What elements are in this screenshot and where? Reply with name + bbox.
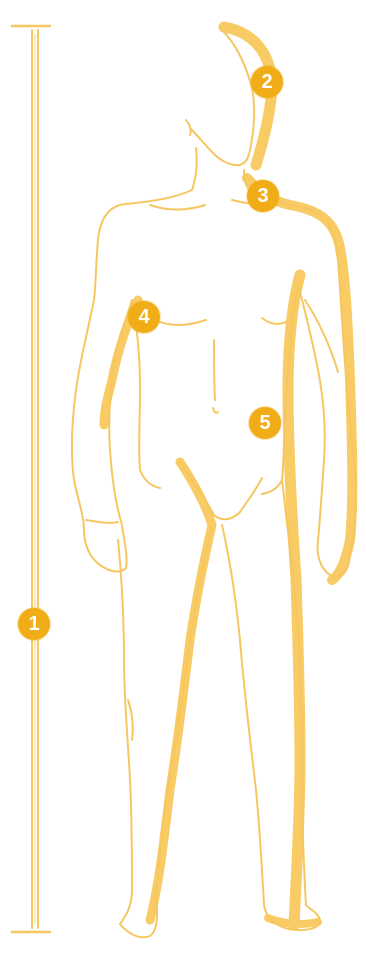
left-wrist-band bbox=[86, 520, 118, 523]
marker-head: 2 bbox=[251, 66, 283, 98]
marker-arm: 4 bbox=[128, 301, 160, 333]
left-knee bbox=[128, 700, 133, 740]
ear bbox=[186, 120, 191, 135]
height-ruler bbox=[12, 26, 50, 932]
right-arm-inner bbox=[298, 285, 325, 540]
measurement-highlights bbox=[104, 27, 352, 925]
collarbone-left bbox=[150, 205, 205, 210]
face-outline bbox=[190, 30, 254, 165]
left-leg-outer bbox=[118, 540, 132, 924]
left-shoulder bbox=[94, 190, 192, 300]
sternum bbox=[214, 340, 215, 400]
side-highlight bbox=[288, 275, 300, 925]
right-leg-inner bbox=[222, 525, 264, 905]
marker-neck: 3 bbox=[247, 180, 279, 212]
neck-shoulder-highlight bbox=[247, 178, 352, 580]
marker-height: 1 bbox=[18, 608, 50, 640]
marker-side: 5 bbox=[249, 407, 281, 439]
navel bbox=[213, 408, 218, 413]
neck-left bbox=[192, 148, 197, 190]
left-arm-outer bbox=[72, 300, 94, 530]
body-outline bbox=[72, 30, 356, 937]
